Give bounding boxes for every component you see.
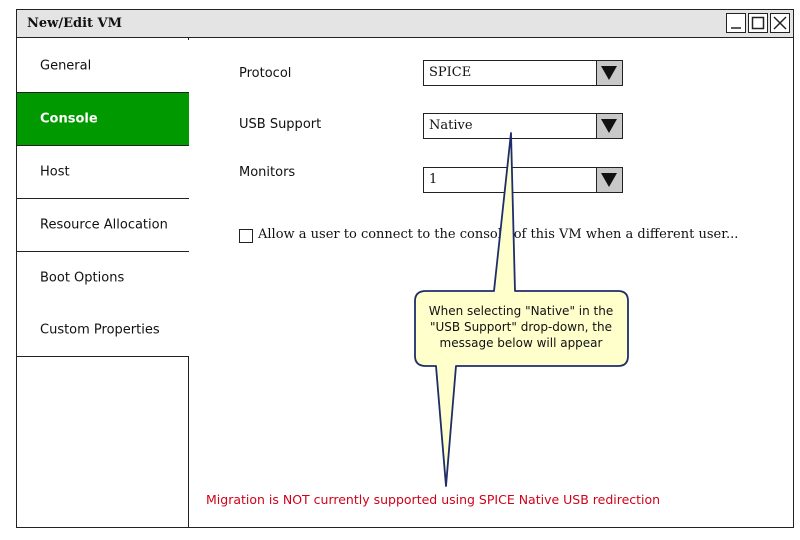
minimize-button[interactable] bbox=[726, 13, 746, 33]
migration-warning: Migration is NOT currently supported usi… bbox=[206, 492, 661, 507]
chevron-down-icon bbox=[596, 61, 622, 85]
sidebar-item-console[interactable]: Console bbox=[17, 93, 189, 146]
sidebar-item-host[interactable]: Host bbox=[17, 146, 189, 199]
title-bar: New/Edit VM bbox=[17, 10, 793, 38]
sidebar-item-label: Custom Properties bbox=[40, 322, 160, 338]
monitors-value: 1 bbox=[429, 172, 438, 187]
protocol-select[interactable]: SPICE bbox=[423, 60, 623, 86]
close-button[interactable] bbox=[770, 13, 790, 33]
monitors-select[interactable]: 1 bbox=[423, 167, 623, 193]
callout-text: When selecting "Native" in the "USB Supp… bbox=[428, 304, 614, 350]
allow-connect-checkbox[interactable] bbox=[239, 229, 253, 243]
chevron-down-icon bbox=[596, 168, 622, 192]
window-title: New/Edit VM bbox=[27, 16, 123, 31]
protocol-label: Protocol bbox=[239, 66, 292, 81]
maximize-icon bbox=[751, 16, 765, 30]
chevron-down-icon bbox=[596, 114, 622, 138]
usb-support-label: USB Support bbox=[239, 117, 322, 132]
sidebar-item-resource-allocation[interactable]: Resource Allocation bbox=[17, 199, 189, 252]
sidebar: General Console Host Resource Allocation… bbox=[17, 38, 189, 527]
sidebar-item-label: Console bbox=[40, 111, 98, 127]
monitors-label: Monitors bbox=[239, 165, 296, 180]
sidebar-item-custom-properties[interactable]: Custom Properties bbox=[17, 304, 189, 357]
sidebar-item-label: Boot Options bbox=[40, 270, 125, 286]
allow-connect-label: Allow a user to connect to the console o… bbox=[258, 227, 739, 242]
minimize-icon bbox=[731, 27, 741, 29]
sidebar-item-boot-options[interactable]: Boot Options bbox=[17, 252, 189, 305]
sidebar-item-label: Resource Allocation bbox=[40, 217, 168, 233]
protocol-value: SPICE bbox=[429, 65, 472, 80]
usb-support-select[interactable]: Native bbox=[423, 113, 623, 139]
vm-dialog-window: New/Edit VM General Console Host bbox=[16, 9, 794, 528]
sidebar-item-label: Host bbox=[40, 164, 70, 180]
maximize-button[interactable] bbox=[748, 13, 768, 33]
close-icon bbox=[773, 16, 787, 30]
sidebar-item-general[interactable]: General bbox=[17, 40, 189, 93]
sidebar-item-label: General bbox=[40, 58, 92, 74]
usb-support-value: Native bbox=[429, 118, 473, 133]
